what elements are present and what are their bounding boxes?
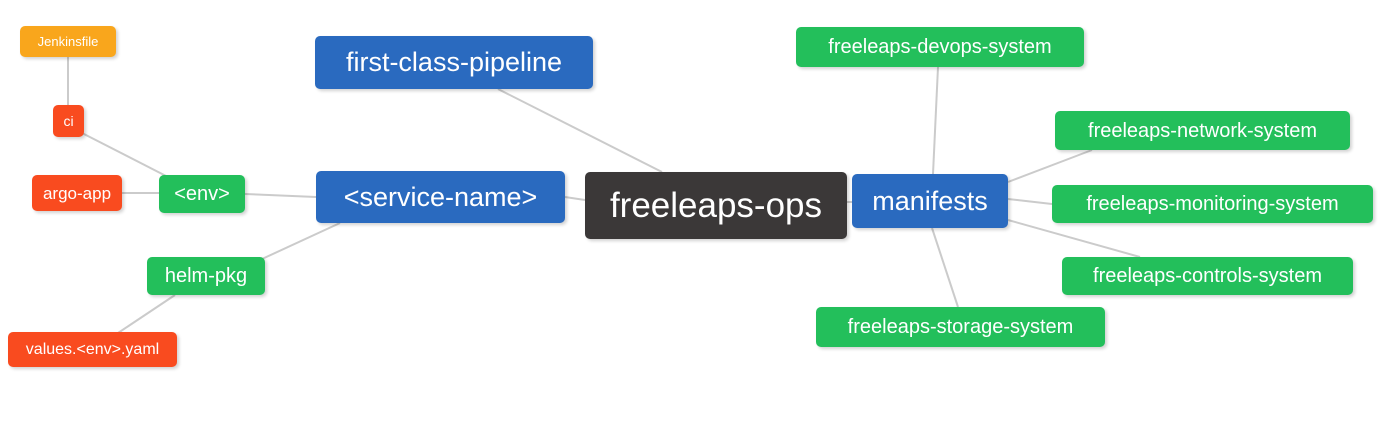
edge-manifests--freeleaps-monitoring-system xyxy=(1007,198,1053,205)
edge-manifests--freeleaps-storage-system xyxy=(931,227,959,308)
node-freeleaps-storage-system[interactable]: freeleaps-storage-system xyxy=(816,307,1105,347)
edge-manifests--freeleaps-controls-system xyxy=(1007,219,1141,258)
node-manifests[interactable]: manifests xyxy=(852,174,1008,228)
edge-ci--env xyxy=(81,132,169,178)
edge-helm-pkg--values-env-yaml xyxy=(117,294,176,334)
node-freeleaps-monitoring-system[interactable]: freeleaps-monitoring-system xyxy=(1052,185,1373,223)
node-helm-pkg[interactable]: helm-pkg xyxy=(147,257,265,295)
edge-service-name--freeleaps-ops xyxy=(564,196,586,201)
edge-manifests--freeleaps-devops-system xyxy=(932,66,939,175)
node-ci[interactable]: ci xyxy=(53,105,84,137)
edge-manifests--freeleaps-network-system xyxy=(1007,149,1093,183)
node-values-env-yaml[interactable]: values.<env>.yaml xyxy=(8,332,177,367)
edge-first-class-pipeline--freeleaps-ops xyxy=(497,88,663,173)
node-freeleaps-network-system[interactable]: freeleaps-network-system xyxy=(1055,111,1350,150)
node-first-class-pipeline[interactable]: first-class-pipeline xyxy=(315,36,593,89)
node-argo-app[interactable]: argo-app xyxy=(32,175,122,211)
node-freeleaps-controls-system[interactable]: freeleaps-controls-system xyxy=(1062,257,1353,295)
edge-env--service-name xyxy=(244,193,317,198)
node-freeleaps-devops-system[interactable]: freeleaps-devops-system xyxy=(796,27,1084,67)
node-jenkinsfile[interactable]: Jenkinsfile xyxy=(20,26,116,57)
node-env[interactable]: <env> xyxy=(159,175,245,213)
edge-service-name--helm-pkg xyxy=(261,222,341,260)
node-service-name[interactable]: <service-name> xyxy=(316,171,565,223)
node-freeleaps-ops[interactable]: freeleaps-ops xyxy=(585,172,847,239)
